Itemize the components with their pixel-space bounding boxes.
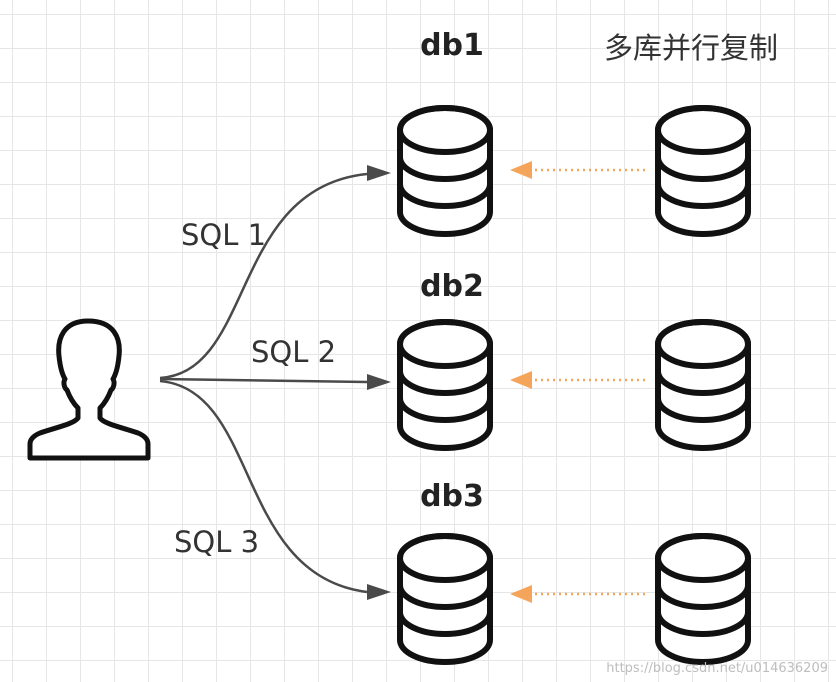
diagram-title: 多库并行复制 <box>604 31 778 65</box>
sql3-connector <box>159 379 368 594</box>
sql1-connector <box>159 172 368 380</box>
sql1-arrowhead <box>367 165 391 181</box>
sql2-label: SQL 2 <box>251 335 336 369</box>
sql2-arrowhead <box>367 374 391 390</box>
replication-arrow-db2 <box>510 371 645 389</box>
user-icon <box>27 318 151 461</box>
database-icon-source-3 <box>655 533 751 665</box>
replication-arrow-db1 <box>510 161 645 179</box>
database-icon-source-1 <box>655 105 751 237</box>
sql1-label: SQL 1 <box>181 218 266 252</box>
replication-arrow-db3 <box>510 585 645 603</box>
database-icon-db3 <box>397 533 493 665</box>
sql3-label: SQL 3 <box>174 525 259 559</box>
database-icon-source-2 <box>655 319 751 451</box>
sql3-arrowhead <box>367 584 391 600</box>
database-icon-db1 <box>397 105 493 237</box>
db2-label: db2 <box>420 269 484 304</box>
database-icon-db2 <box>397 319 493 451</box>
db3-label: db3 <box>420 479 484 514</box>
watermark: https://blog.csdn.net/u014636209 <box>606 661 828 676</box>
sql2-connector <box>159 377 368 384</box>
db1-label: db1 <box>420 28 484 63</box>
